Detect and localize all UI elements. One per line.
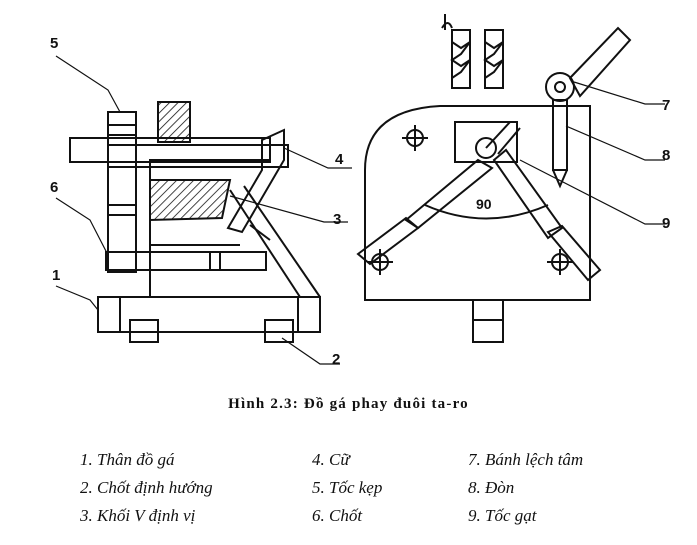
lever-rod [552,99,568,189]
callout-4: 4 [335,151,344,168]
leader-lines [55,55,665,365]
front-view [356,14,632,343]
callout-2: 2 [332,351,341,368]
mounting-hole-top [402,125,428,151]
v-block-hatched [149,179,232,222]
callout-5: 5 [50,35,59,52]
fixture-base-plate [97,296,321,333]
pin-horizontal [105,251,267,271]
central-pivot [475,137,497,159]
callout-9: 9 [662,215,671,232]
stopper-arm [226,128,285,234]
legend-item-8: 8. Đòn [468,478,515,497]
legend-item-5: 5. Tốc kẹp [312,478,383,497]
legend-item-7: 7. Bánh lệch tâm [468,450,584,469]
workpiece-top-hatched [157,101,191,143]
eccentric-wheel [545,26,632,102]
housing-outline [364,105,591,301]
callout-1: 1 [52,267,61,284]
v-arms [356,121,602,282]
angle-arc [424,204,549,220]
clamp-screw-vertical [107,111,137,273]
milling-cutters [441,14,504,89]
legend-item-2: 2. Chốt định hướng [80,478,213,497]
locating-key-left [129,319,159,343]
callout-7: 7 [662,97,671,114]
legend-item-1: 1. Thân đồ gá [80,450,175,469]
figure-caption: Hình 2.3: Đồ gá phay đuôi ta-ro [228,396,469,412]
legend-item-6: 6. Chốt [312,506,363,525]
side-view [69,101,321,343]
callout-6: 6 [50,179,59,196]
legend-item-4: 4. Cữ [312,450,350,469]
mounting-hole-bottom-left [367,249,393,275]
legend-item-3: 3. Khối V định vị [80,506,196,525]
fixture-drawing [55,14,665,365]
locating-key-right [264,319,294,343]
callout-3: 3 [333,211,342,228]
callout-8: 8 [662,147,671,164]
angle-label: 90 [476,196,492,212]
mounting-hole-bottom-right [547,249,573,275]
legend-item-9: 9. Tốc gạt [468,506,537,525]
